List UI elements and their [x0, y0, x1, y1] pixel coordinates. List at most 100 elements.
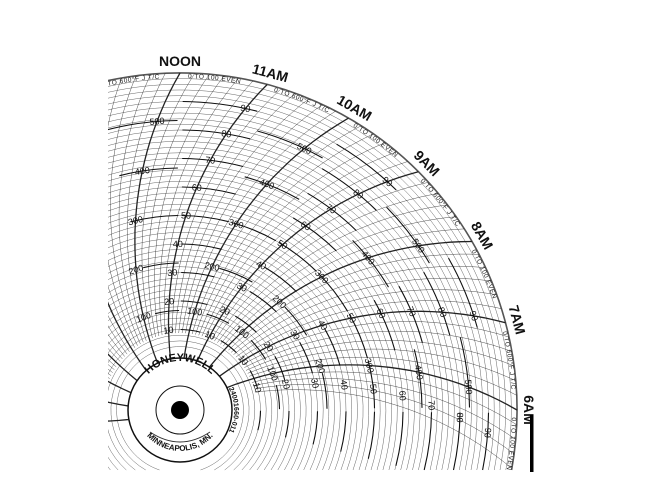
minute-line — [108, 373, 112, 376]
minute-line — [178, 98, 310, 334]
scale-value-label: 400 — [258, 177, 276, 192]
major-value-arc — [264, 266, 297, 292]
minute-line — [220, 216, 457, 345]
minute-line — [242, 321, 510, 365]
grid-circle — [108, 232, 358, 471]
grid-circle — [108, 72, 518, 471]
range-label: 0 TO 600°F J T/C — [419, 178, 461, 228]
minute-line — [108, 333, 125, 357]
major-value-arc — [244, 176, 300, 200]
scale-value-label: 40 — [316, 318, 330, 332]
grid-circle — [108, 192, 398, 471]
major-value-arc — [108, 119, 178, 131]
grid-circle — [108, 175, 415, 471]
minute-line — [247, 348, 516, 381]
scale-value-label: 40 — [254, 258, 268, 272]
major-value-arc — [367, 411, 376, 459]
minute-line — [171, 88, 282, 334]
grid-circle — [108, 283, 307, 471]
major-value-arc — [299, 342, 314, 374]
grid-circle — [108, 95, 495, 471]
major-value-arc — [182, 157, 244, 168]
minute-line — [0, 309, 103, 418]
minute-line — [108, 78, 138, 346]
scale-value-label: 100 — [187, 306, 203, 318]
grid-circle — [108, 312, 278, 471]
major-value-arc — [373, 299, 396, 351]
major-value-arc — [275, 384, 281, 410]
minute-line — [0, 182, 107, 385]
minute-line — [0, 217, 105, 395]
minute-line — [244, 331, 512, 368]
minute-line — [0, 281, 103, 411]
minute-line — [211, 182, 429, 340]
grid-circle — [108, 135, 455, 471]
major-value-arc — [219, 267, 253, 283]
minute-line — [108, 377, 110, 379]
hub-arc — [149, 431, 211, 443]
minute-line — [252, 378, 516, 440]
major-value-arc — [274, 356, 286, 382]
grid-circle — [108, 118, 472, 471]
grid-circle — [108, 261, 330, 471]
scale-value-label: 70 — [405, 305, 418, 318]
scale-value-label: 50 — [345, 311, 359, 325]
major-value-arc — [284, 306, 308, 336]
grid-circle — [108, 204, 387, 471]
scale-value-label: 200 — [204, 260, 221, 273]
minute-line — [0, 295, 103, 415]
grid-circle — [116, 346, 244, 471]
minute-line — [233, 278, 492, 355]
major-value-arc — [181, 214, 229, 223]
scale-value-label: 300 — [127, 214, 144, 227]
scale-value-label: 80 — [221, 128, 233, 140]
hour-label: 8AM — [468, 219, 497, 253]
minute-line — [201, 151, 397, 337]
major-value-arc — [321, 373, 328, 409]
scale-value-label: 10 — [236, 353, 250, 367]
scale-value-label: 70 — [205, 155, 216, 166]
grid-circle — [108, 323, 267, 471]
scale-value-label: 50 — [276, 238, 290, 252]
minute-line — [0, 205, 105, 391]
major-value-arc — [321, 168, 377, 211]
grid-circle — [108, 335, 255, 471]
major-value-arc — [181, 271, 215, 278]
major-value-arc — [249, 370, 259, 389]
minute-line — [108, 368, 113, 373]
grid-circle — [108, 238, 352, 471]
scale-value-label: 30 — [288, 328, 302, 342]
grid-circle — [108, 243, 347, 471]
minute-line — [110, 75, 141, 345]
grid-circle — [108, 278, 312, 471]
major-value-arc — [459, 337, 471, 408]
grid-circle — [108, 112, 478, 471]
scale-value-label: 400 — [413, 364, 425, 380]
minute-line — [238, 300, 502, 360]
major-value-arc — [340, 411, 347, 452]
minute-line — [0, 268, 103, 408]
major-value-arc — [324, 328, 341, 366]
major-value-arc — [386, 206, 430, 264]
scale-value-label: 20 — [262, 339, 276, 353]
major-value-arc — [257, 130, 323, 159]
grid-circle — [108, 181, 409, 471]
scale-value-label: 20 — [218, 304, 231, 317]
major-value-arc — [318, 273, 349, 312]
major-value-arc — [182, 100, 258, 112]
hub-ring — [155, 385, 205, 435]
hour-line — [108, 380, 132, 394]
major-value-arc — [131, 214, 179, 223]
scale-value-label: 30 — [235, 280, 248, 293]
major-value-arc — [307, 192, 357, 231]
minute-line — [108, 341, 123, 360]
grid-circle — [108, 249, 341, 471]
grid-circle — [108, 255, 335, 471]
major-value-arc — [278, 241, 317, 272]
minute-line — [198, 142, 386, 336]
scale-value-label: 40 — [338, 379, 349, 390]
range-label: 0 TO 100 EVEN — [505, 417, 517, 471]
major-value-arc — [154, 309, 180, 315]
minute-line — [159, 77, 239, 336]
